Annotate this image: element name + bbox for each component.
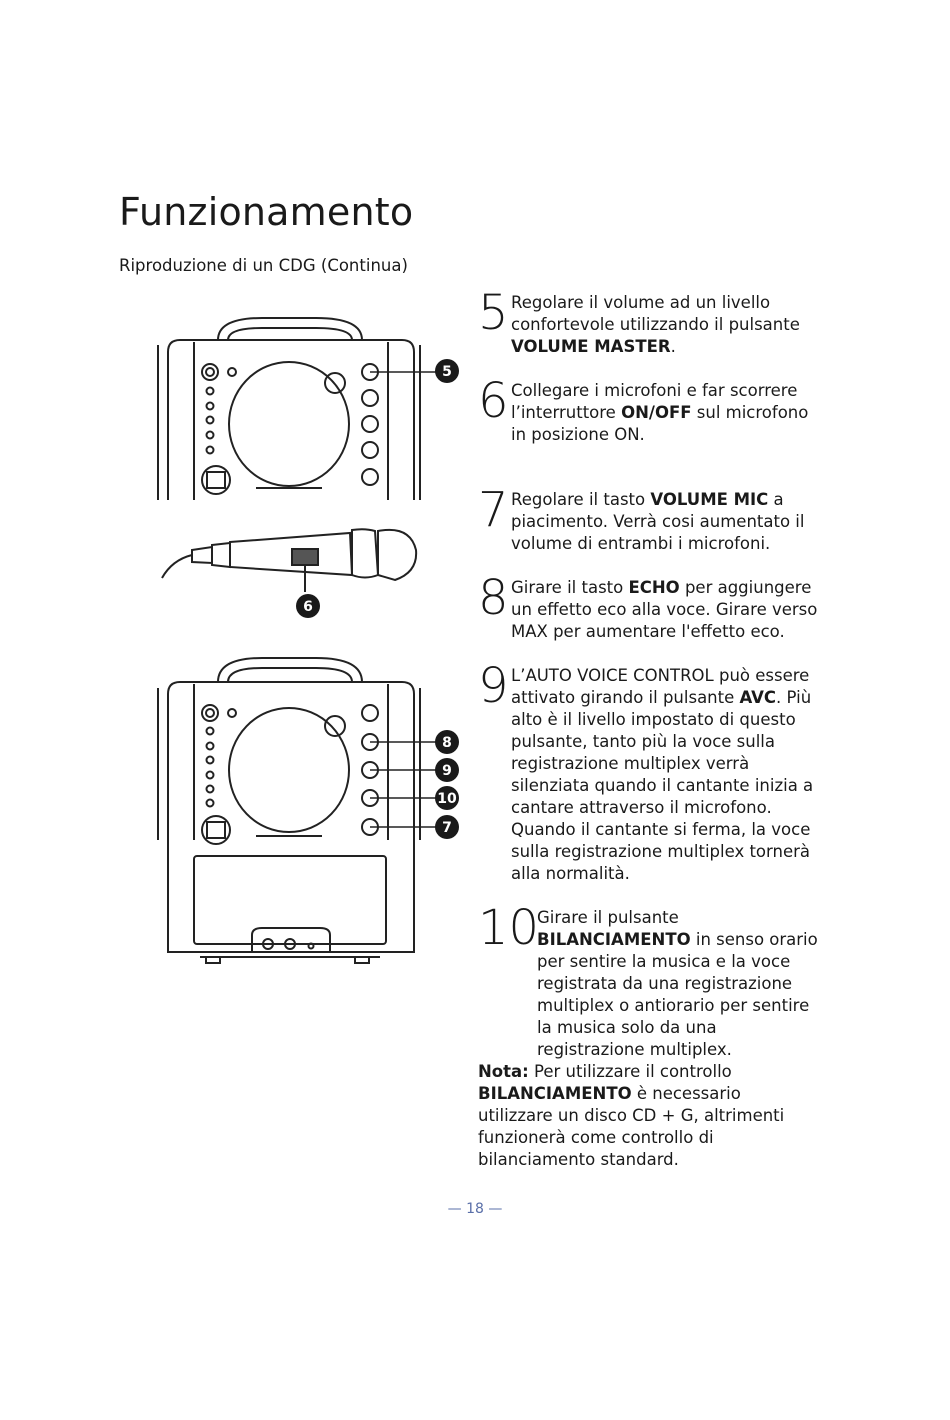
callout-7: 7 [442,820,452,836]
step-number: 10 [478,900,540,956]
callout-5: 5 [442,364,452,380]
page-number: — 18 — [447,1201,503,1217]
step-number: 9 [478,658,509,714]
note: Nota: Per utilizzare il controllo BILANC… [478,1062,785,1169]
section-subtitle: Riproduzione di un CDG (Continua) [119,256,408,275]
karaoke-illustration: 5 6 8 9 10 7 [157,317,459,964]
step-8: 8 Girare il tasto ECHO per aggiungere un… [478,570,818,641]
step-number: 7 [478,482,509,538]
steps-list: 5 Regolare il volume ad un livello confo… [478,285,818,1171]
callout-6: 6 [303,599,313,615]
step-6: 6 Collegare i microfoni e far scorrere l… [478,373,809,444]
step-number: 5 [478,285,509,341]
callout-10: 10 [437,791,457,807]
page-title: Funzionamento [119,190,414,234]
callout-8: 8 [442,735,452,751]
note-label: Nota: [478,1062,529,1081]
step-5: 5 Regolare il volume ad un livello confo… [478,285,800,356]
step-number: 6 [478,373,509,429]
step-number: 8 [478,570,509,626]
callout-9: 9 [442,763,452,779]
karaoke-machine-top-image [157,317,421,500]
step-10: 10 Girare il pulsante BILANCIAMENTO in s… [478,900,818,1059]
karaoke-machine-full-image [157,657,421,964]
step-9: 9 L’AUTO VOICE CONTROL può essere attiva… [478,658,814,883]
microphone-image [161,528,418,592]
step-7: 7 Regolare il tasto VOLUME MIC a piacime… [478,482,805,553]
